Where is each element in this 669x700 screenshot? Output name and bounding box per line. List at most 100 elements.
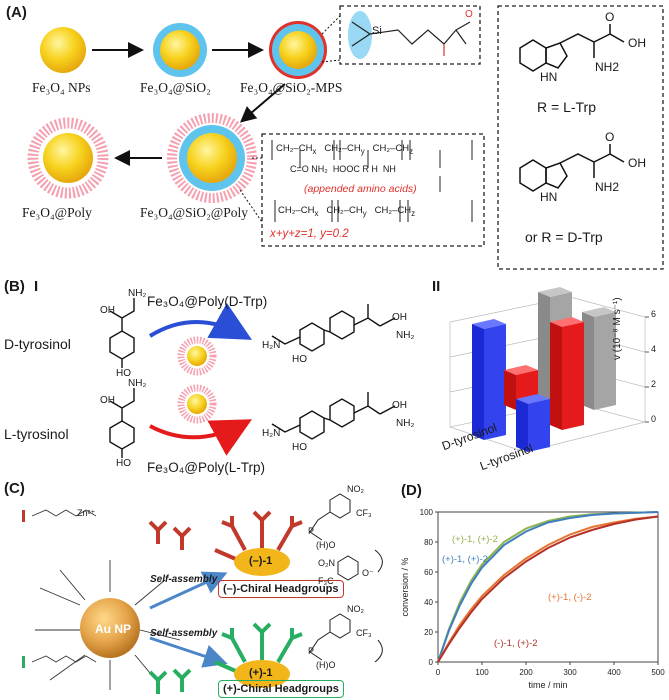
plus-1-label: (+)-1 xyxy=(249,667,273,679)
poly-ch2-1: CH₂ xyxy=(276,143,294,154)
bar-tick-0: 0 xyxy=(651,414,657,424)
bar-tick-2: 2 xyxy=(651,379,657,389)
x-tick-label: 200 xyxy=(519,668,533,677)
c-cf3-1: CF₃ xyxy=(356,508,372,518)
np-bare xyxy=(40,27,86,73)
catalyst-l-label: Fe₃O₄@Poly(L-Trp) xyxy=(147,460,265,475)
b-pl-nh2: NH₂ xyxy=(396,418,415,429)
poly-c-1: C xyxy=(290,164,297,174)
poly-y-2: y xyxy=(362,208,367,218)
minus-1-label: (–)-1 xyxy=(249,555,273,567)
b-d-ho: HO xyxy=(116,368,131,379)
self-assembly-1: Self-assembly xyxy=(150,574,218,585)
trp-d-hn: HN xyxy=(540,190,558,204)
c-p-1: P xyxy=(308,526,315,536)
polymer-annotation: (appended amino acids) xyxy=(304,183,417,195)
y-tick-label: 80 xyxy=(424,538,433,547)
poly-nh-1: NH xyxy=(382,164,396,174)
bar-tick-6: 6 xyxy=(651,309,657,319)
poly-row-2: C=O NH₂ HOOC R H NH xyxy=(290,164,396,174)
d-tyrosinol-structure xyxy=(109,298,135,368)
label-fe3o4-sio2: Fe₃O₄@SiO₂ xyxy=(140,80,211,95)
l-tyrosinol-structure xyxy=(109,388,135,458)
trp-l-label: R = L-Trp xyxy=(537,99,596,115)
plus-headgroups: (+)-Chiral Headgroups xyxy=(218,680,344,698)
poly-ch2-5: CH₂ xyxy=(326,205,344,216)
poly-row-1: CH₂–CHx CH₂–CHy CH₂–CHz xyxy=(276,143,414,156)
c-f3c: F₃C xyxy=(318,576,334,586)
d-tyrosinol-label: D-tyrosinol xyxy=(4,336,71,352)
poly-hooc-1: HOOC xyxy=(332,164,360,174)
c-ho-1: (H)O xyxy=(316,540,336,550)
trp-l-hn: HN xyxy=(540,70,558,84)
label-fe3o4-sio2-poly: Fe₃O₄@SiO₂@Poly xyxy=(140,205,248,220)
c-p-2: P xyxy=(308,646,315,656)
x-tick-label: 500 xyxy=(651,668,665,677)
bar-blue-1 xyxy=(472,319,506,440)
label-fe3o4-sio2-mps: Fe₃O₄@SiO₂-MPS xyxy=(240,80,343,95)
poly-x-1: x xyxy=(312,146,317,156)
dtrp-structure xyxy=(519,144,625,192)
np-silica-poly xyxy=(167,113,257,203)
silane-si: Si xyxy=(372,25,382,37)
trp-l-o: O xyxy=(605,10,615,24)
x-tick-label: 400 xyxy=(607,668,621,677)
b-l-oh: OH xyxy=(100,395,115,406)
panel-c-label: (C) xyxy=(4,480,25,497)
d-dimer-structure xyxy=(271,304,396,352)
au-np-label: Au NP xyxy=(95,622,131,636)
bar-blue-2 xyxy=(516,394,550,452)
b-pd-ho: HO xyxy=(292,354,307,365)
label-fe3o4-poly: Fe₃O₄@Poly xyxy=(22,205,92,220)
c-no2-2: NO₂ xyxy=(347,604,364,614)
poly-ch-5: CH xyxy=(349,205,363,216)
np-poly xyxy=(27,117,109,199)
minus-np xyxy=(214,510,303,576)
poly-ch-4: CH xyxy=(300,205,315,216)
y-tick-label: 100 xyxy=(420,508,434,517)
poly-ch-1: CH xyxy=(298,143,313,154)
series-line-2 xyxy=(437,515,659,663)
y-tick-label: 60 xyxy=(424,568,433,577)
self-assembly-2: Self-assembly xyxy=(150,628,218,639)
poly-ch-3: CH xyxy=(395,143,410,154)
b-d-oh: OH xyxy=(100,305,115,316)
series-label-1: (+)-1, (+)-2 xyxy=(442,554,488,565)
series-label-3: (-)-1, (+)-2 xyxy=(494,638,538,649)
panel-b-sub1: I xyxy=(34,278,39,295)
c-cf3-2: CF₃ xyxy=(356,628,372,638)
x-tick-label: 300 xyxy=(563,668,577,677)
panel-b-sub2: II xyxy=(432,278,441,295)
polymer-condition: x+y+z=1, y=0.2 xyxy=(270,228,349,240)
panel-d-label: (D) xyxy=(401,482,422,499)
panel-a-graphic xyxy=(27,5,664,270)
b-d-nh2: NH₂ xyxy=(128,288,147,299)
label-fe3o4-nps: Fe₃O₄ NPs xyxy=(32,80,91,95)
c-om: O⁻ xyxy=(362,568,374,578)
series-label-0: (+)-1, (+)-2 xyxy=(452,534,498,545)
ltrp-structure xyxy=(519,24,625,72)
silane-o: O xyxy=(465,9,473,20)
poly-x-2: x xyxy=(314,208,319,218)
trp-l-oh: OH xyxy=(628,36,646,50)
au-np xyxy=(80,598,140,658)
bar-tick-4: 4 xyxy=(651,344,657,354)
poly-ch-6: CH xyxy=(397,205,412,216)
poly-o-1: O xyxy=(301,164,309,174)
b-pl-oh: OH xyxy=(392,400,407,411)
b-pl-ho: HO xyxy=(292,442,307,453)
b-pd-nh2: NH₂ xyxy=(396,330,415,341)
trp-d-nh2: NH2 xyxy=(595,180,620,194)
trp-d-label: or R = D-Trp xyxy=(525,229,603,245)
y-tick-label: 0 xyxy=(429,658,434,667)
b-pd-oh: OH xyxy=(392,312,407,323)
x-tick-label: 0 xyxy=(436,668,441,677)
poly-z-1: z xyxy=(409,146,414,156)
poly-ch2-3: CH₂ xyxy=(372,143,391,154)
panel-b-label: (B) xyxy=(4,278,25,295)
b-pd-h2n: H₂N xyxy=(262,340,281,351)
bar-axis-label: v (10⁻⁸ M s⁻¹) xyxy=(612,297,623,360)
y-axis-label: conversion / % xyxy=(400,557,410,616)
catalyst-d-label: Fe₃O₄@Poly(D-Trp) xyxy=(147,294,268,309)
